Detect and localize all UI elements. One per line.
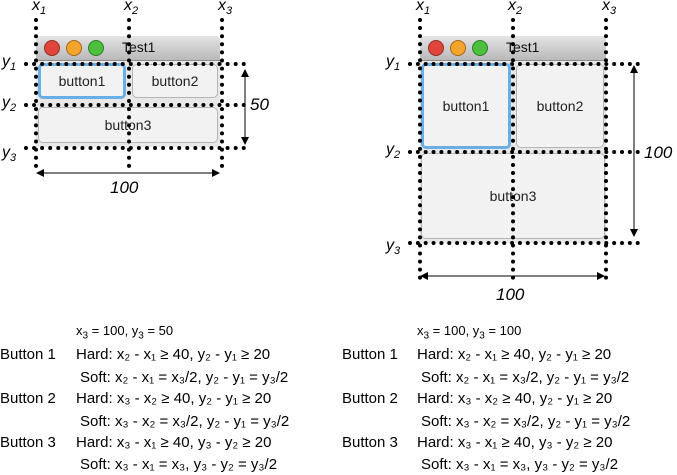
soft-constraint: Soft: x₂ - x₁ = x₃/2, y₂ - y₁ = y₃/2 (80, 369, 289, 386)
hard-constraint: Hard: x₂ - x₁ ≥ 40, y₂ - y₁ ≥ 20 (76, 346, 271, 363)
width-label: 100 (110, 178, 139, 197)
guide-y2 (408, 150, 640, 154)
label-x2: x2 (508, 0, 523, 18)
hard-constraint: Hard: x₃ - x₁ ≥ 40, y₃ - y₂ ≥ 20 (417, 434, 613, 451)
soft-constraint: Soft: x₂ - x₁ = x₃/2, y₂ - y₁ = y₃/2 (421, 369, 630, 386)
width-label: 100 (496, 285, 525, 304)
constants-line: x3 = 100, y3 = 50 (76, 323, 174, 342)
guide-y1 (24, 62, 246, 66)
guide-y2 (24, 103, 246, 107)
guide-x1 (418, 18, 422, 280)
label-x1: x1 (416, 0, 431, 18)
guide-y1 (408, 62, 640, 66)
guide-x2 (127, 18, 131, 168)
hard-constraint: Hard: x₂ - x₁ ≥ 40, y₂ - y₁ ≥ 20 (417, 346, 612, 363)
hard-constraint: Hard: x₃ - x₂ ≥ 40, y₂ - y₁ ≥ 20 (76, 390, 272, 407)
guide-x2 (511, 18, 515, 280)
label-y2: y2 (386, 141, 401, 162)
guide-y3 (24, 146, 246, 150)
guide-x3 (220, 18, 224, 168)
minimize-icon[interactable] (66, 40, 82, 56)
row-name: Button 2 (0, 390, 56, 407)
minimize-icon[interactable] (450, 40, 466, 56)
row-name: Button 1 (342, 346, 398, 363)
label-y3: y3 (386, 237, 401, 258)
guide-y3 (408, 241, 640, 245)
label-x2: x2 (124, 0, 139, 18)
height-label: 50 (250, 95, 269, 114)
label-y2: y2 (2, 94, 17, 115)
row-name: Button 1 (0, 346, 56, 363)
label-y3: y3 (2, 144, 17, 165)
hard-constraint: Hard: x₃ - x₁ ≥ 40, y₃ - y₂ ≥ 20 (76, 434, 272, 451)
soft-constraint: Soft: x₃ - x₂ = x₃/2, y₂ - y₁ = y₃/2 (80, 413, 290, 430)
soft-constraint: Soft: x₃ - x₂ = x₃/2, y₂ - y₁ = y₃/2 (421, 413, 631, 430)
close-icon[interactable] (428, 40, 444, 56)
soft-constraint: Soft: x₃ - x₁ = x₃, y₃ - y₂ = y₃/2 (421, 456, 619, 473)
height-label: 100 (644, 143, 673, 162)
row-name: Button 3 (0, 434, 56, 451)
label-y1: y1 (2, 53, 17, 74)
button2[interactable]: button2 (516, 64, 604, 148)
guide-x3 (604, 18, 608, 280)
row-name: Button 2 (342, 390, 398, 407)
label-y1: y1 (386, 53, 401, 74)
zoom-icon[interactable] (88, 40, 104, 56)
constants-line: x3 = 100, y3 = 100 (417, 323, 522, 342)
zoom-icon[interactable] (472, 40, 488, 56)
label-x1: x1 (32, 0, 47, 18)
soft-constraint: Soft: x₃ - x₁ = x₃, y₃ - y₂ = y₃/2 (80, 456, 278, 473)
hard-constraint: Hard: x₃ - x₂ ≥ 40, y₂ - y₁ ≥ 20 (417, 390, 613, 407)
button1[interactable]: button1 (421, 63, 511, 149)
close-icon[interactable] (44, 40, 60, 56)
label-x3: x3 (218, 0, 233, 18)
guide-x1 (34, 18, 38, 168)
row-name: Button 3 (342, 434, 398, 451)
label-x3: x3 (602, 0, 617, 18)
